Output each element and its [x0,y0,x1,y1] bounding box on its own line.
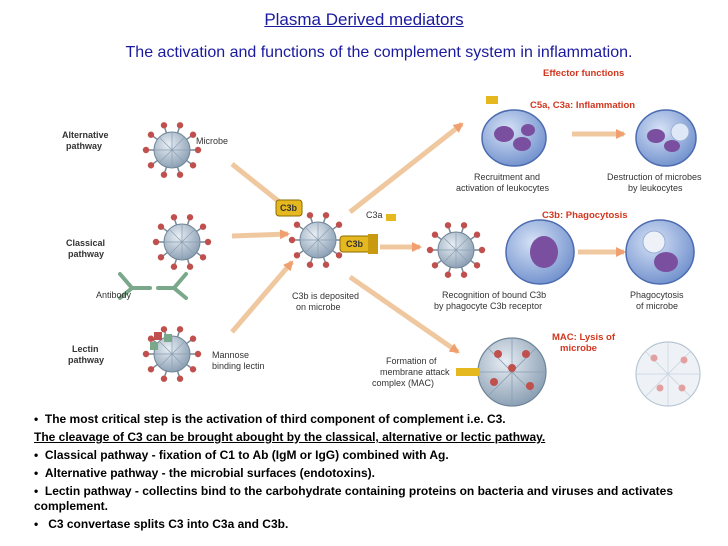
note-item: The cleavage of C3 can be brought abough… [34,430,546,444]
c3b-deposited-label: C3b is deposited on microbe [292,291,362,312]
arrow-c3a-to-inflammation [348,122,464,214]
leukocyte-recruitment-cell [481,109,547,167]
antibody-label: Antibody [96,290,132,300]
page-title: Plasma Derived mediators [264,10,464,29]
antibody-icon [118,272,188,300]
inflammation-heading: C5a, C3a: Inflammation [530,100,635,111]
mac-heading: MAC: Lysis of microbe [552,332,618,354]
phagocyte-engulfing-cell [625,219,695,285]
destruction-label: Destruction of microbes by leukocytes [607,172,704,193]
classical-pathway-label: Classical pathway [66,238,108,259]
c3b-deposited-microbe [288,212,348,268]
note-item: Alternative pathway - the microbial surf… [34,466,724,481]
mannose-label: Mannose binding lectin [212,350,265,371]
microbe-classical [152,214,212,270]
flow-arrows [230,122,626,355]
alternative-pathway-label: Alternative pathway [62,130,111,151]
recognition-label: Recognition of bound C3b by phagocyte C3… [434,290,549,311]
c3b-fragment-label: C3b [346,239,364,249]
leukocyte-destruction-cell [635,109,697,167]
notes-list: The most critical step is the activation… [34,412,724,535]
c5a-fragment-icon [486,96,498,104]
effector-functions-heading: Effector functions [543,68,624,79]
note-item: Classical pathway - fixation of C1 to Ab… [34,448,724,463]
note-item: Lectin pathway - collectins bind to the … [34,484,724,514]
arrow-classical-to-c3 [231,229,290,240]
c3b-center-label: C3b [280,203,298,213]
c3b-fragment-icon [275,199,378,254]
mac-formation-microbe [456,337,547,407]
lectin-pathway-label: Lectin pathway [68,344,104,365]
phagocytosis-heading: C3b: Phagocytosis [542,210,628,221]
microbe-label: Microbe [196,136,228,146]
note-item: C3 convertase splits C3 into C3a and C3b… [34,517,724,532]
phagocytosis-label: Phagocytosis of microbe [630,290,686,311]
mannose-binding-lectin-icon [150,332,172,350]
lysed-microbe [635,341,701,407]
note-item: The most critical step is the activation… [34,412,724,427]
recognition-microbe [426,222,486,278]
complement-diagram: Effector functions Alternative pathway C… [62,68,704,407]
arrow-lectin-to-c3 [230,260,294,334]
microbe-alternative [142,122,202,178]
page-subtitle: The activation and functions of the comp… [125,44,633,61]
c3a-fragment-icon [386,214,396,221]
phagocyte-recognition-cell [505,219,575,285]
mac-formation-label: Formation of membrane attack complex (MA… [372,356,452,388]
arrow-to-mac [348,274,460,355]
recruitment-label: Recruitment and activation of leukocytes [456,172,550,193]
microbe-lectin [142,326,202,382]
c3a-label: C3a [366,210,383,220]
